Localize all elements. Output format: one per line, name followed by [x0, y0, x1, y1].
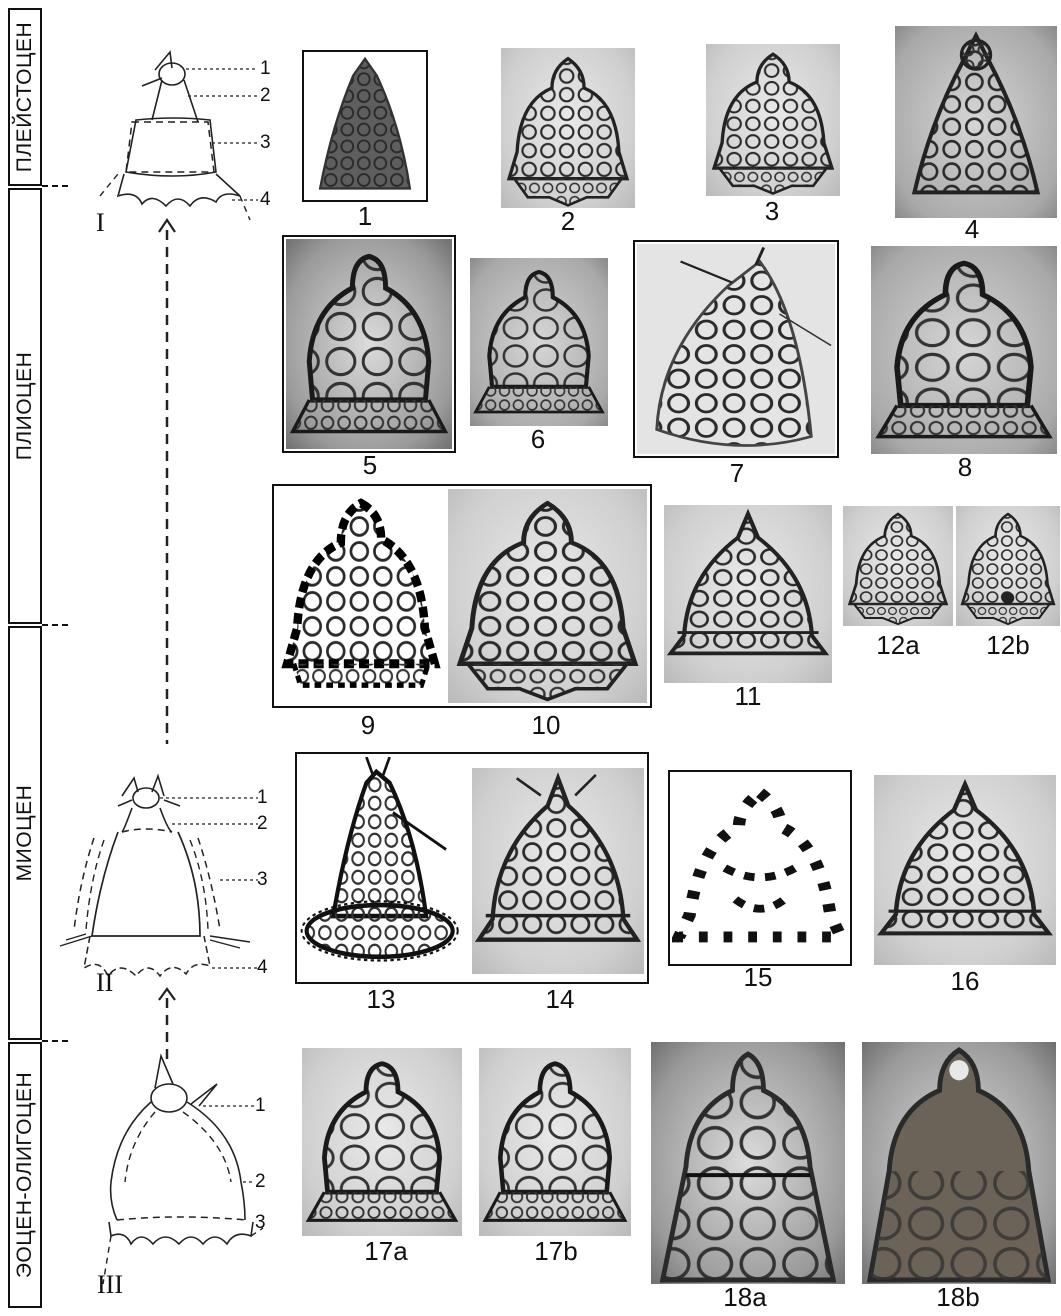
scheme-roman-label: I — [96, 208, 105, 238]
scheme-iii: 1 2 3 III — [95, 1052, 285, 1302]
scheme-roman-label: III — [97, 1270, 123, 1300]
specimen-number: 2 — [528, 206, 608, 237]
epoch-label: ЭОЦЕН-ОЛИГОЦЕН — [13, 1072, 37, 1278]
specimen-photo-1 — [306, 54, 424, 198]
specimen-number: 11 — [708, 681, 788, 712]
specimen-photo-3 — [706, 44, 840, 196]
specimen-number: 12a — [858, 630, 938, 661]
specimen-photo-18a — [651, 1042, 845, 1284]
specimen-photo-2 — [501, 48, 635, 208]
epoch-boundary — [42, 1040, 68, 1042]
specimen-photo-5 — [286, 239, 452, 449]
specimen-number: 3 — [732, 196, 812, 227]
specimen-number: 7 — [697, 458, 777, 489]
specimen-number: 9 — [328, 710, 408, 741]
part-number: 2 — [260, 85, 271, 107]
part-number: 2 — [257, 813, 268, 835]
epoch-boundary — [42, 185, 68, 187]
specimen-number: 17a — [346, 1236, 426, 1267]
scheme-roman-label: II — [96, 968, 113, 998]
epoch-miocene: МИОЦЕН — [8, 626, 42, 1040]
specimen-number: 4 — [932, 214, 1012, 245]
epoch-pliocene: ПЛИОЦЕН — [8, 188, 42, 624]
epoch-pleistocene: ПЛЕЙСТОЦЕН — [8, 8, 42, 186]
specimen-photo-9 — [277, 489, 445, 703]
part-number: 1 — [257, 787, 268, 809]
scheme-ii: 1 2 3 4 II — [60, 770, 280, 1000]
specimen-photo-10 — [448, 489, 647, 703]
specimen-number: 15 — [718, 962, 798, 993]
specimen-photo-13 — [300, 757, 466, 979]
specimen-photo-17a — [302, 1048, 462, 1236]
part-number: 3 — [257, 869, 268, 891]
specimen-photo-12b — [956, 506, 1060, 626]
scheme-i-drawing — [90, 40, 280, 240]
specimen-number: 14 — [520, 984, 600, 1015]
epoch-label: ПЛИОЦЕН — [13, 352, 37, 461]
specimen-photo-18b — [862, 1042, 1056, 1284]
epoch-label: МИОЦЕН — [13, 785, 37, 882]
specimen-photo-17b — [479, 1048, 631, 1236]
specimen-number: 13 — [341, 984, 421, 1015]
specimen-number: 12b — [968, 630, 1048, 661]
specimen-photo-11 — [664, 505, 832, 683]
epoch-boundary — [42, 624, 68, 626]
specimen-photo-4 — [895, 26, 1057, 218]
specimen-number: 6 — [498, 424, 578, 455]
part-number: 3 — [260, 132, 271, 154]
specimen-number: 8 — [925, 452, 1005, 483]
epoch-eocene-oligocene: ЭОЦЕН-ОЛИГОЦЕН — [8, 1042, 42, 1308]
specimen-photo-12a — [843, 506, 953, 626]
part-number: 4 — [257, 957, 268, 979]
specimen-number: 1 — [325, 201, 405, 232]
epoch-label: ПЛЕЙСТОЦЕН — [13, 22, 37, 172]
specimen-number: 5 — [330, 450, 410, 481]
specimen-number: 17b — [516, 1236, 596, 1267]
specimen-photo-8 — [871, 246, 1057, 454]
scheme-i: 1 2 3 4 I — [90, 40, 280, 240]
part-number: 3 — [255, 1212, 266, 1234]
part-number: 1 — [260, 58, 271, 80]
specimen-number: 10 — [506, 710, 586, 741]
evolution-arrow — [155, 216, 179, 746]
specimen-number: 16 — [925, 966, 1005, 997]
part-number: 2 — [255, 1171, 266, 1193]
specimen-photo-16 — [874, 775, 1056, 965]
specimen-number: 18b — [918, 1282, 998, 1313]
epoch-column: ПЛЕЙСТОЦЕН ПЛИОЦЕН МИОЦЕН ЭОЦЕН-ОЛИГОЦЕН — [8, 8, 44, 1308]
specimen-photo-15 — [672, 774, 848, 962]
specimen-number: 18a — [705, 1282, 785, 1313]
part-number: 4 — [260, 189, 271, 211]
scheme-ii-drawing — [60, 770, 280, 1000]
specimen-photo-6 — [470, 258, 608, 426]
specimen-photo-7 — [637, 244, 835, 454]
specimen-photo-14 — [472, 768, 644, 974]
part-number: 1 — [255, 1095, 266, 1117]
